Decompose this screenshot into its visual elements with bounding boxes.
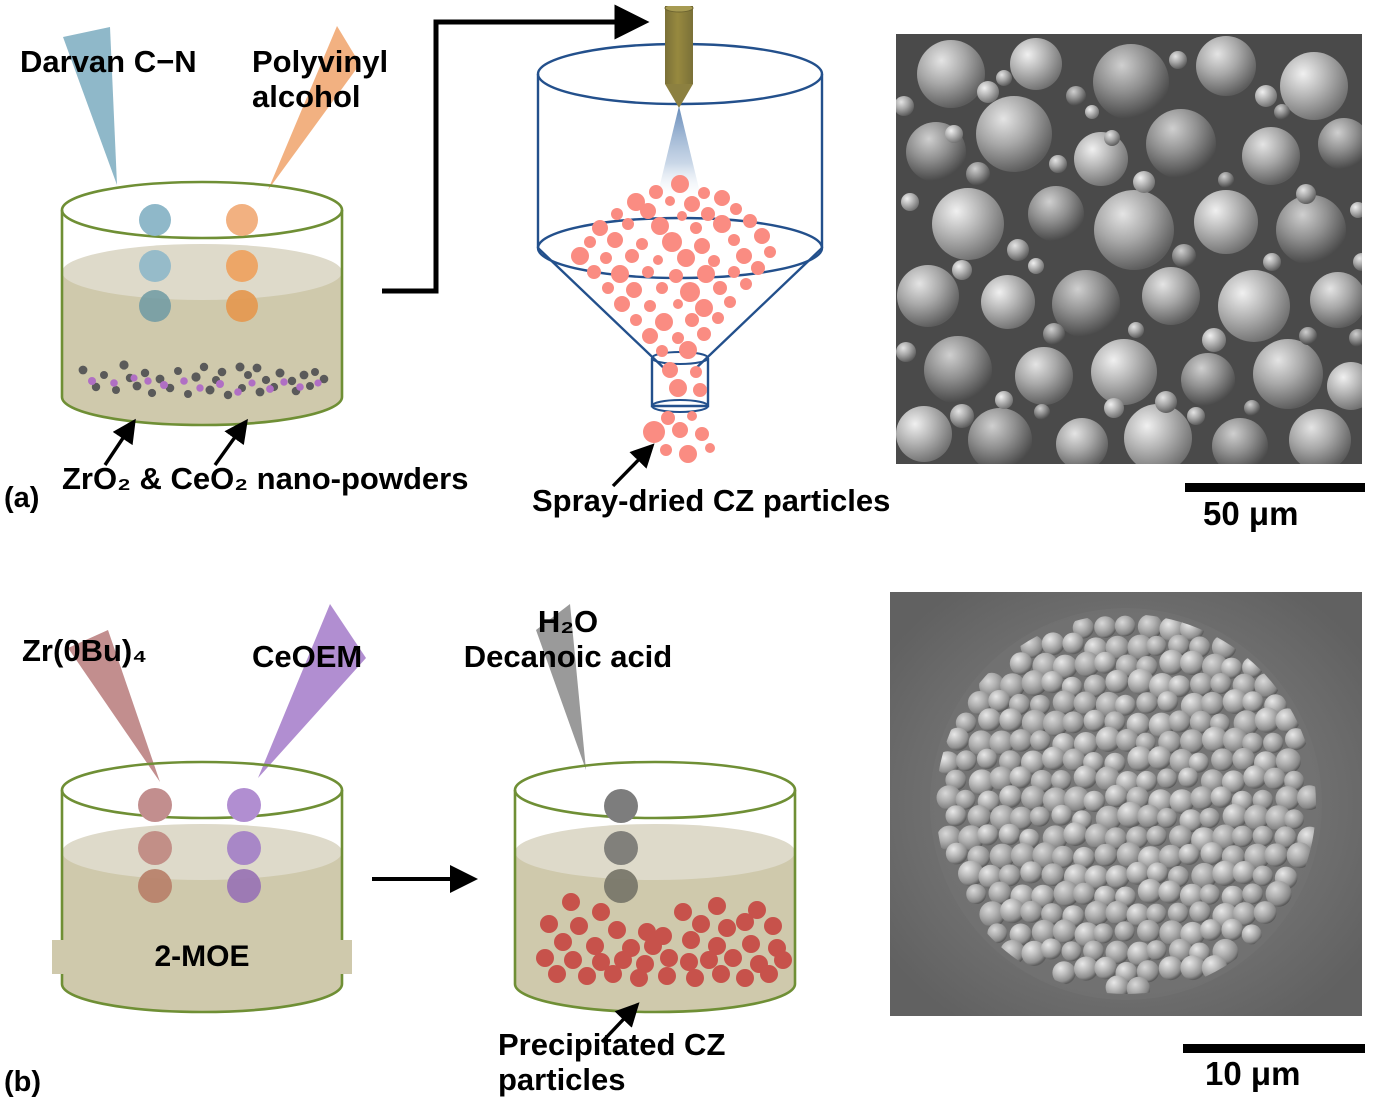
reagent-label-zirconium-butoxide: Zr(0Bu)₄ <box>22 633 147 668</box>
scale-bar-line-a <box>1185 483 1365 492</box>
arrow-to-precipitated-particles <box>596 1000 666 1050</box>
reagent-cone-ceoem <box>240 598 380 788</box>
panel-tag-b: (b) <box>4 1066 42 1098</box>
reagent-cone-darvan-c-n <box>55 25 175 195</box>
caption-precipitated-particles: Precipitated CZ particles <box>498 1027 726 1097</box>
reagent-cone-zirconium-butoxide <box>60 600 180 790</box>
beaker-suspension <box>52 180 352 432</box>
caption-nano-powders: ZrO₂ & CeO₂ nano-powders <box>62 461 469 496</box>
arrow-to-nano-powders <box>95 415 285 475</box>
reagent-cone-polyvinyl-alcohol <box>250 22 380 197</box>
beaker-precipitate <box>505 760 805 1022</box>
reagent-label-water-decanoic-acid: H₂O Decanoic acid <box>463 604 673 674</box>
spray-dryer <box>500 3 860 491</box>
scale-bar-label-a: 50 μm <box>1203 495 1299 532</box>
arrow-to-spray-dried-particles <box>605 440 685 495</box>
connector-beaker-to-dryer <box>380 4 680 304</box>
reagent-cone-water-decanoic-acid <box>518 598 648 778</box>
scale-bar-label-b: 10 μm <box>1205 1055 1301 1092</box>
solvent-label-2moe: 2-MOE <box>52 940 352 974</box>
panel-tag-a: (a) <box>4 482 40 514</box>
reagent-label-polyvinyl-alcohol: Polyvinyl alcohol <box>252 44 389 114</box>
sem-image-spray-dried <box>896 34 1362 464</box>
beaker-2moe: 2-MOE <box>52 760 352 1022</box>
caption-spray-dried-particles: Spray-dried CZ particles <box>532 483 891 518</box>
reagent-label-ceoem: CeOEM <box>252 639 363 674</box>
arrow-between-beakers <box>370 864 490 894</box>
reagent-label-darvan-c-n: Darvan C−N <box>20 44 197 79</box>
sem-image-precipitated <box>890 592 1362 1016</box>
scale-bar-line-b <box>1183 1044 1365 1053</box>
